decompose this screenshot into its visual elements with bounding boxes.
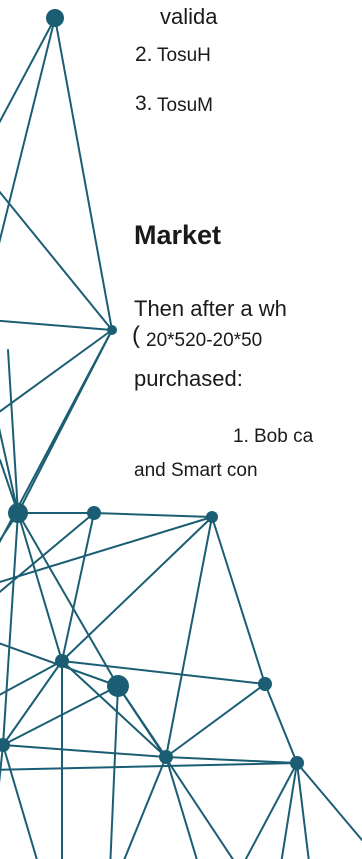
list-item-text-2: TosuH bbox=[157, 45, 211, 66]
paragraph-open-paren: ( bbox=[132, 322, 140, 349]
list-item-number-2: 2. bbox=[135, 43, 153, 66]
paragraph-line-2: 20*520-20*50 bbox=[146, 330, 263, 351]
list-continuation-line: valida bbox=[160, 4, 218, 29]
paragraph-line-1: Then after a wh bbox=[134, 296, 287, 321]
paragraph-line-5: and Smart con bbox=[134, 460, 258, 481]
paragraph-line-3: purchased: bbox=[134, 366, 243, 391]
sub-item-number: 1. bbox=[233, 426, 249, 447]
list-item-number-3: 3. bbox=[135, 92, 153, 115]
section-heading: Market bbox=[134, 220, 222, 250]
list-item-text-3: TosuM bbox=[157, 95, 213, 116]
sub-item-text: Bob ca bbox=[254, 426, 314, 447]
